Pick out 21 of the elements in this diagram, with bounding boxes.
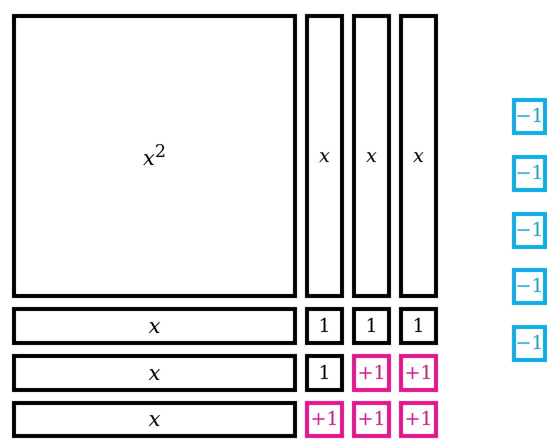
long-tile: x (352, 14, 391, 298)
positive-unit-tile: +1 (399, 401, 438, 438)
unit-tile: 1 (305, 354, 344, 392)
positive-unit-tile: +1 (305, 401, 344, 438)
long-tile: x (12, 354, 297, 392)
unit-tile: 1 (399, 307, 438, 345)
negative-unit-tile: −1 (512, 212, 547, 249)
positive-unit-tile: +1 (399, 354, 438, 392)
negative-unit-tile: −1 (512, 155, 547, 192)
negative-unit-tile: −1 (512, 325, 547, 362)
long-tile: x (12, 307, 297, 345)
long-tile: x (12, 401, 297, 438)
negative-unit-tile: −1 (512, 98, 547, 135)
unit-tile: 1 (305, 307, 344, 345)
long-tile: x (305, 14, 344, 298)
unit-tile: 1 (352, 307, 391, 345)
square-tile: x$^{2}$ (12, 14, 297, 298)
long-tile: x (399, 14, 438, 298)
positive-unit-tile: +1 (352, 401, 391, 438)
positive-unit-tile: +1 (352, 354, 391, 392)
negative-unit-tile: −1 (512, 268, 547, 305)
